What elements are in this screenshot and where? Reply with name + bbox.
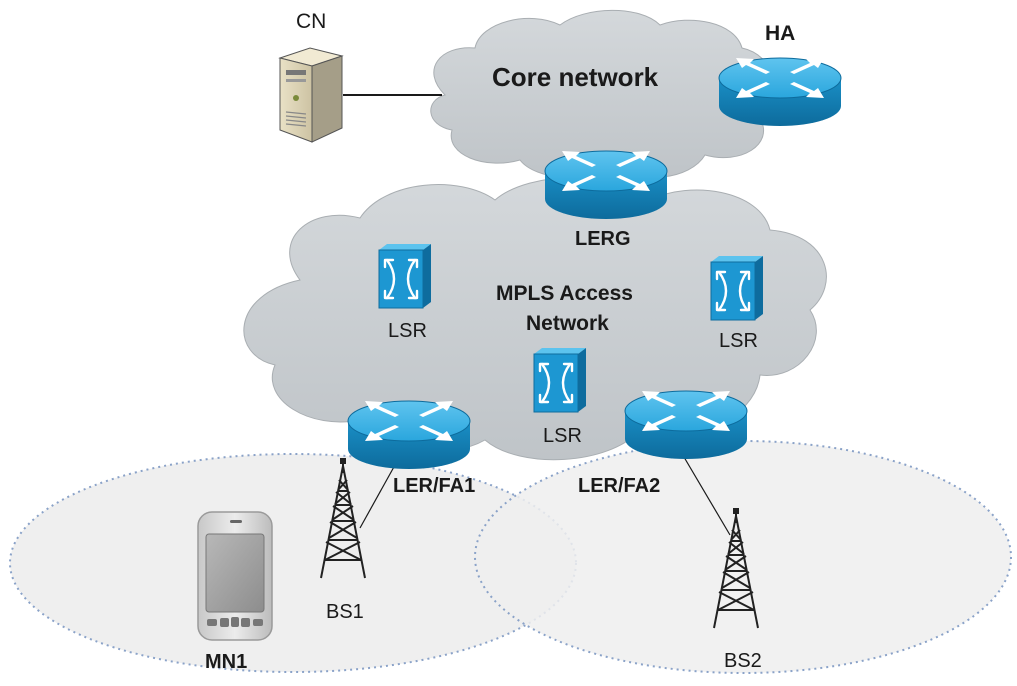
router-icon [718, 57, 842, 127]
mn1-label: MN1 [205, 651, 247, 673]
fa2-bs2-link [680, 451, 731, 536]
lsr-switch-icon [377, 242, 433, 310]
bs2-label: BS2 [724, 650, 762, 672]
mpls-title-line2: Network [526, 312, 609, 335]
lsr-label: LSR [388, 320, 427, 342]
lsr-switch-icon [532, 346, 588, 414]
cn-label: CN [296, 10, 326, 33]
lsr-label: LSR [543, 425, 582, 447]
router-icon [347, 400, 471, 470]
router-icon [624, 390, 748, 460]
router-icon [544, 150, 668, 220]
ler-fa2-label: LER/FA2 [578, 475, 660, 497]
server-icon [278, 47, 344, 143]
core-network-label: Core network [492, 62, 659, 92]
bs-links [359, 451, 731, 536]
fa1-bs1-link [359, 464, 396, 529]
ler-fa1-label: LER/FA1 [393, 475, 475, 497]
lsr-label: LSR [719, 330, 758, 352]
mpls-title-line1: MPLS Access [496, 282, 633, 305]
lerg-label: LERG [575, 228, 631, 250]
mobile-phone-icon [197, 511, 273, 641]
ha-label: HA [765, 22, 795, 45]
lsr-switch-icon [709, 254, 765, 322]
bs1-label: BS1 [326, 601, 364, 623]
